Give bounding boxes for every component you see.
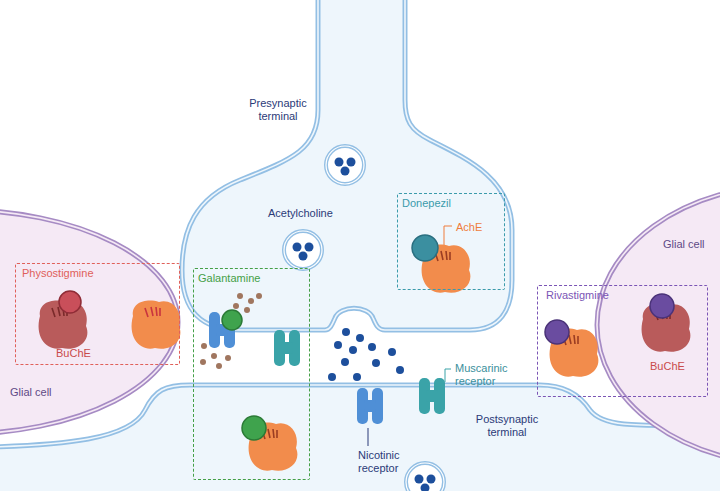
- terminal-label: Presynaptic terminal: [243, 97, 313, 123]
- enzyme-label: BuChE: [650, 360, 685, 373]
- drug-name: Physostigmine: [22, 267, 94, 280]
- enzyme-label: BuChE: [56, 347, 91, 360]
- drug-box: PhysostigmineBuChE: [15, 263, 180, 365]
- receptor-label: Muscarinic receptor: [455, 362, 527, 388]
- leader-line: [444, 226, 452, 250]
- cell-outline: [597, 185, 720, 475]
- drug-box: DonepezilAchE: [397, 193, 505, 290]
- drug-name: Rivastigmine: [546, 289, 609, 302]
- leader-line: [445, 369, 451, 382]
- cell-label: Glial cell: [10, 386, 52, 399]
- terminal-label: Postsynaptic terminal: [466, 413, 548, 439]
- drug-box: RivastigmineBuChE: [537, 285, 708, 397]
- enzyme-label: AchE: [456, 221, 482, 234]
- cell-label: Glial cell: [663, 238, 705, 251]
- drug-name: Galantamine: [198, 272, 260, 285]
- cell-outline: [0, 205, 180, 460]
- drug-box: Galantamine: [193, 268, 310, 480]
- molecule-label: Acetylcholine: [268, 207, 333, 220]
- glial-cell: Glial cell: [597, 185, 720, 475]
- glial-cell: Glial cell: [0, 205, 180, 460]
- receptor-label: Nicotinic receptor: [358, 449, 424, 475]
- leader-line: [368, 428, 369, 446]
- drug-name: Donepezil: [402, 197, 451, 210]
